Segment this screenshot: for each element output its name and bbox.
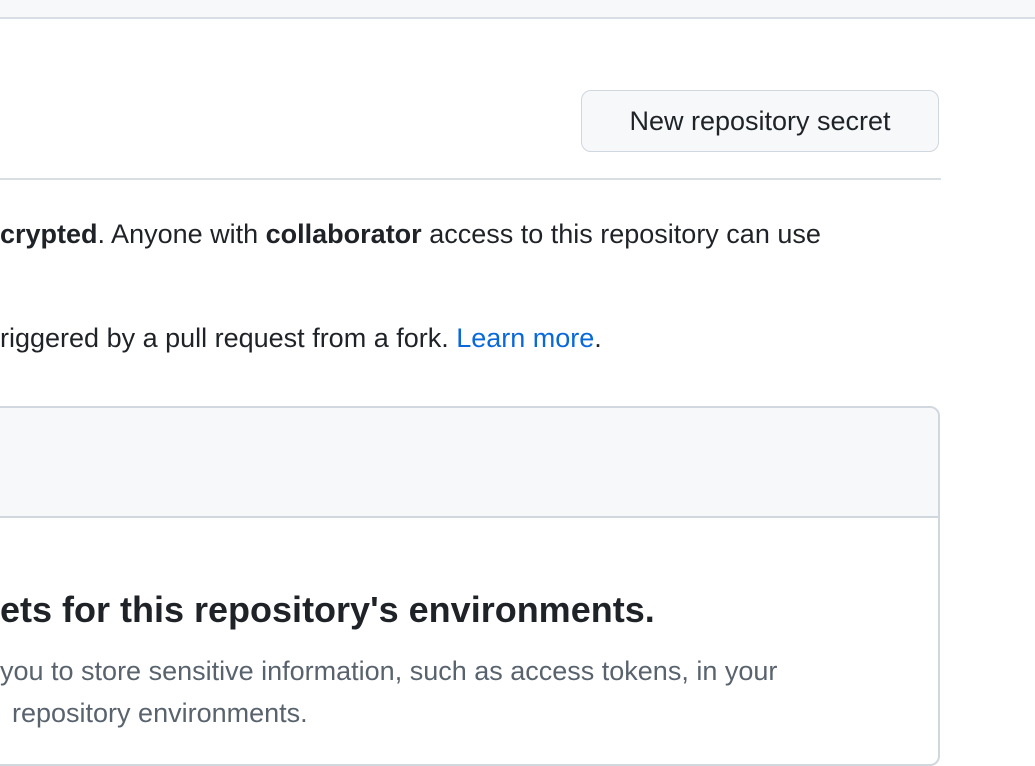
environment-secrets-panel [0,406,940,766]
fork-notice-text: riggered by a pull request from a fork. [0,323,457,353]
secrets-intro-line-2: riggered by a pull request from a fork. … [0,320,1035,356]
secrets-intro-line-1: crypted. Anyone with collaborator access… [0,216,1035,252]
intro-text: access to this repository can use [421,219,821,249]
top-header-bar [0,0,1035,19]
learn-more-link[interactable]: Learn more [456,323,595,353]
collaborator-keyword: collaborator [265,219,422,249]
fork-notice-end: . [594,323,602,353]
environment-secrets-blankslate-title: ets for this repository's environments. [0,589,655,630]
environment-secrets-blankslate-description: you to store sensitive information, such… [0,656,778,686]
section-divider [0,178,941,180]
intro-text: . Anyone with [97,219,266,249]
environment-secrets-blankslate-description: repository environments. [12,698,308,728]
encrypted-keyword: crypted [0,219,98,249]
environment-secrets-panel-header [0,408,938,518]
new-repository-secret-button[interactable]: New repository secret [581,90,939,152]
